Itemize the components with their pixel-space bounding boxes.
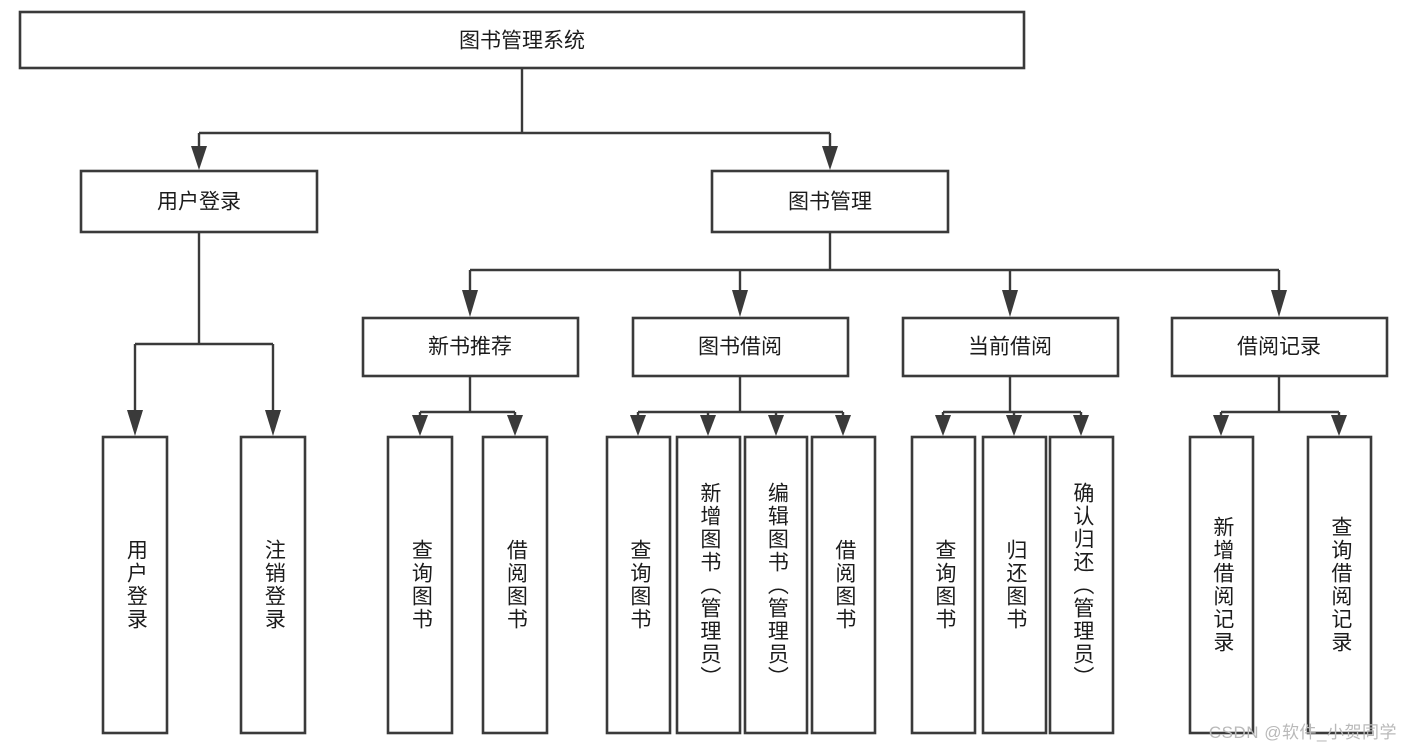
node-book-borrow-box[interactable] bbox=[631, 316, 850, 378]
arrow-head-leaf-borrow-book-2 bbox=[835, 415, 851, 436]
node-book-manage-label: 图书管理 bbox=[788, 191, 872, 214]
node-user-login[interactable]: 用户登录 bbox=[79, 169, 319, 234]
node-user-login-box[interactable] bbox=[79, 169, 319, 234]
node-new-book-rec-box[interactable] bbox=[361, 316, 580, 378]
node-leaf-edit-book-box[interactable] bbox=[743, 435, 809, 735]
node-leaf-user-login-box[interactable] bbox=[101, 435, 169, 735]
arrow-head-leaf-add-book bbox=[700, 415, 716, 436]
node-root-box[interactable] bbox=[18, 10, 1026, 70]
node-user-login-label: 用户登录 bbox=[157, 191, 241, 214]
arrow-head-leaf-add-record bbox=[1213, 415, 1229, 436]
node-book-borrow[interactable]: 图书借阅 bbox=[631, 316, 850, 378]
leaf-box-layer bbox=[101, 435, 1373, 735]
arrow-head-current-borrow bbox=[1002, 290, 1018, 317]
node-leaf-logout-box[interactable] bbox=[239, 435, 307, 735]
node-current-borrow-label: 当前借阅 bbox=[968, 336, 1052, 359]
node-leaf-query-book-3-box[interactable] bbox=[910, 435, 977, 735]
node-root[interactable]: 图书管理系统 bbox=[18, 10, 1026, 70]
arrow-head-leaf-logout bbox=[265, 410, 281, 436]
node-leaf-query-record-box[interactable] bbox=[1306, 435, 1373, 735]
arrow-head-leaf-confirm-return bbox=[1073, 415, 1089, 436]
connector-layer bbox=[127, 68, 1347, 436]
arrow-head-leaf-edit-book bbox=[768, 415, 784, 436]
node-leaf-add-record-box[interactable] bbox=[1188, 435, 1255, 735]
arrow-head-leaf-query-book-2 bbox=[630, 415, 646, 436]
node-new-book-rec-label: 新书推荐 bbox=[428, 336, 512, 359]
node-book-borrow-label: 图书借阅 bbox=[698, 336, 782, 359]
node-leaf-confirm-return-box[interactable] bbox=[1048, 435, 1115, 735]
node-leaf-borrow-book-1-box[interactable] bbox=[481, 435, 549, 735]
csdn-watermark: CSDN @软件_小贺同学 bbox=[1208, 723, 1397, 742]
node-root-label: 图书管理系统 bbox=[459, 30, 585, 53]
arrow-head-leaf-user-login bbox=[127, 410, 143, 436]
node-borrow-record-label: 借阅记录 bbox=[1237, 336, 1321, 359]
arrow-head-leaf-return-book bbox=[1006, 415, 1022, 436]
node-current-borrow-box[interactable] bbox=[901, 316, 1120, 378]
node-book-manage-box[interactable] bbox=[710, 169, 950, 234]
arrow-head-leaf-query-book-1 bbox=[412, 415, 428, 436]
arrow-head-user-login bbox=[191, 146, 207, 170]
node-new-book-rec[interactable]: 新书推荐 bbox=[361, 316, 580, 378]
node-borrow-record-box[interactable] bbox=[1170, 316, 1389, 378]
node-borrow-record[interactable]: 借阅记录 bbox=[1170, 316, 1389, 378]
node-leaf-add-book-box[interactable] bbox=[675, 435, 742, 735]
node-book-manage[interactable]: 图书管理 bbox=[710, 169, 950, 234]
node-leaf-query-book-1-box[interactable] bbox=[386, 435, 454, 735]
arrow-head-book-borrow bbox=[732, 290, 748, 317]
arrow-head-new-book-rec bbox=[462, 290, 478, 317]
arrow-head-leaf-borrow-book-1 bbox=[507, 415, 523, 436]
node-leaf-query-book-2-box[interactable] bbox=[605, 435, 672, 735]
arrow-head-leaf-query-record bbox=[1331, 415, 1347, 436]
arrow-head-book-manage bbox=[822, 146, 838, 170]
node-leaf-return-book-box[interactable] bbox=[981, 435, 1048, 735]
node-leaf-borrow-book-2-box[interactable] bbox=[810, 435, 877, 735]
arrow-head-borrow-record bbox=[1271, 290, 1287, 317]
node-current-borrow[interactable]: 当前借阅 bbox=[901, 316, 1120, 378]
arrow-head-leaf-query-book-3 bbox=[935, 415, 951, 436]
